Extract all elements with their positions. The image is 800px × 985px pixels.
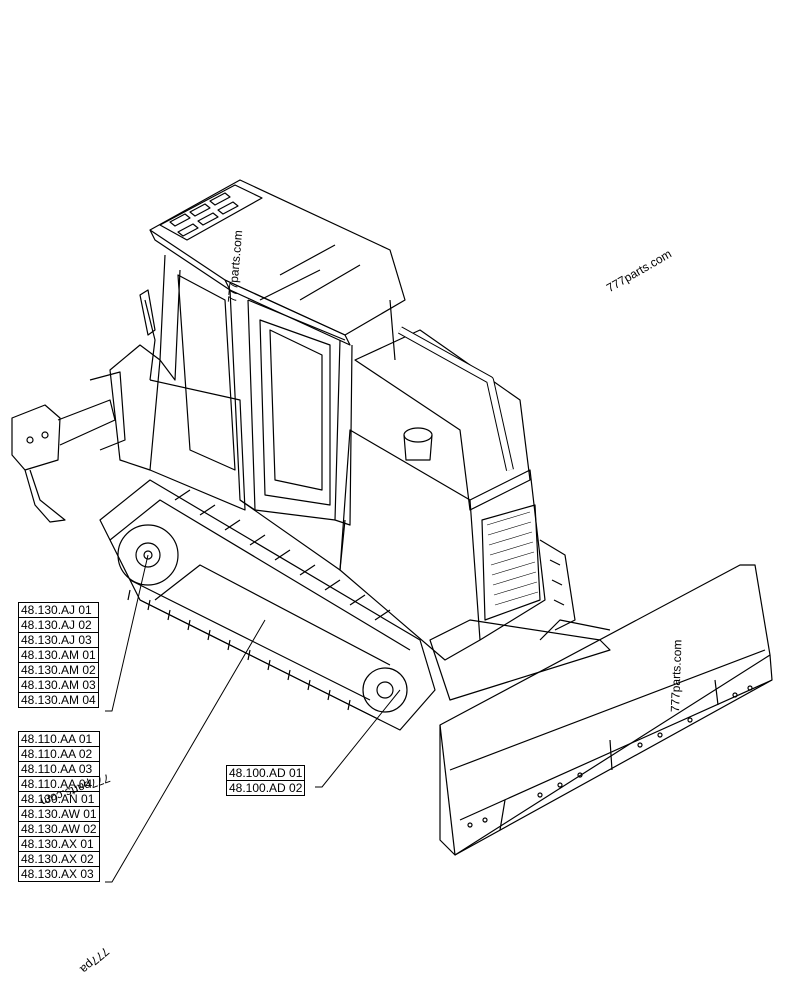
cab-roof: [149, 179, 406, 346]
callout-label[interactable]: 48.100.AD 01: [226, 765, 306, 781]
callout-label[interactable]: 48.130.AX 03: [18, 866, 100, 882]
watermark-blade: 777parts.com: [668, 639, 685, 713]
callout-label[interactable]: 48.130.AX 02: [18, 851, 100, 867]
callout-label[interactable]: 48.130.AX 01: [18, 836, 100, 852]
callout-label[interactable]: 48.110.AA 04: [18, 776, 100, 792]
callout-group-idler: 48.100.AD 01 48.100.AD 02: [226, 765, 306, 796]
callout-label[interactable]: 48.130.AW 01: [18, 806, 100, 822]
callout-label[interactable]: 48.130.AJ 02: [18, 617, 99, 633]
ripper: [11, 371, 126, 523]
callout-label[interactable]: 48.110.AA 02: [18, 746, 100, 762]
callout-label[interactable]: 48.110.AA 03: [18, 761, 100, 777]
push-arm: [429, 619, 611, 701]
callout-label[interactable]: 48.130.AJ 03: [18, 632, 99, 648]
callout-label[interactable]: 48.130.AW 02: [18, 821, 100, 837]
engine-hood: [339, 326, 546, 661]
callout-label[interactable]: 48.100.AD 02: [226, 780, 306, 796]
callout-label[interactable]: 48.130.AM 01: [18, 647, 99, 663]
right-track: [539, 539, 576, 631]
callout-label[interactable]: 48.130.AM 03: [18, 677, 99, 693]
leader-lines: [105, 554, 401, 883]
cab-frame: [139, 254, 396, 526]
dozer-blade: [439, 564, 773, 856]
callout-label[interactable]: 48.130.AM 02: [18, 662, 99, 678]
callout-label[interactable]: 48.110.AA 01: [18, 731, 100, 747]
left-track: [99, 479, 436, 731]
callout-label[interactable]: 48.130.AJ 01: [18, 602, 99, 618]
rear-body: [109, 344, 346, 571]
callout-group-track-frame: 48.110.AA 01 48.110.AA 02 48.110.AA 03 4…: [18, 731, 100, 882]
callout-group-sprocket: 48.130.AJ 01 48.130.AJ 02 48.130.AJ 03 4…: [18, 602, 99, 708]
callout-label[interactable]: 48.130.AM 04: [18, 692, 99, 708]
